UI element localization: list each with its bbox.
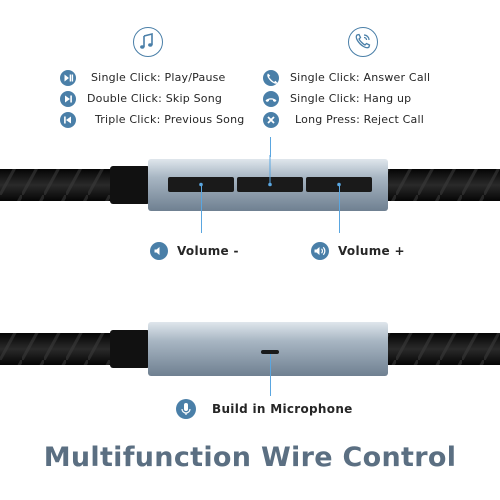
reject-call-icon [263,112,279,128]
microphone-icon [176,399,196,419]
skip-song-label: Double Click: Skip Song [87,92,223,105]
upper-remote-illustration [0,155,500,211]
volume-up-label: Volume + [338,244,405,258]
leader-line-volume-up [339,185,340,233]
leader-line-microphone [270,354,271,396]
volume-up-icon [311,242,329,260]
play-pause-icon [60,70,76,86]
answer-call-label: Single Click: Answer Call [290,71,431,84]
music-note-icon [133,27,163,57]
leader-line-volume-down [201,185,202,233]
volume-down-label: Volume - [177,244,239,258]
page-title: Multifunction Wire Control [43,442,457,473]
previous-song-label: Triple Click: Previous Song [95,113,245,126]
phone-icon [348,27,378,57]
leader-line-center [270,137,271,157]
hang-up-icon [263,91,279,107]
volume-down-icon [150,242,168,260]
lower-remote-illustration [0,322,500,376]
reject-call-label: Long Press: Reject Call [295,113,424,126]
skip-previous-icon [60,112,76,128]
microphone-label: Build in Microphone [212,402,353,416]
skip-next-icon [60,91,76,107]
hang-up-label: Single Click: Hang up [290,92,412,105]
play-pause-label: Single Click: Play/Pause [91,71,226,84]
answer-call-icon [263,70,279,86]
